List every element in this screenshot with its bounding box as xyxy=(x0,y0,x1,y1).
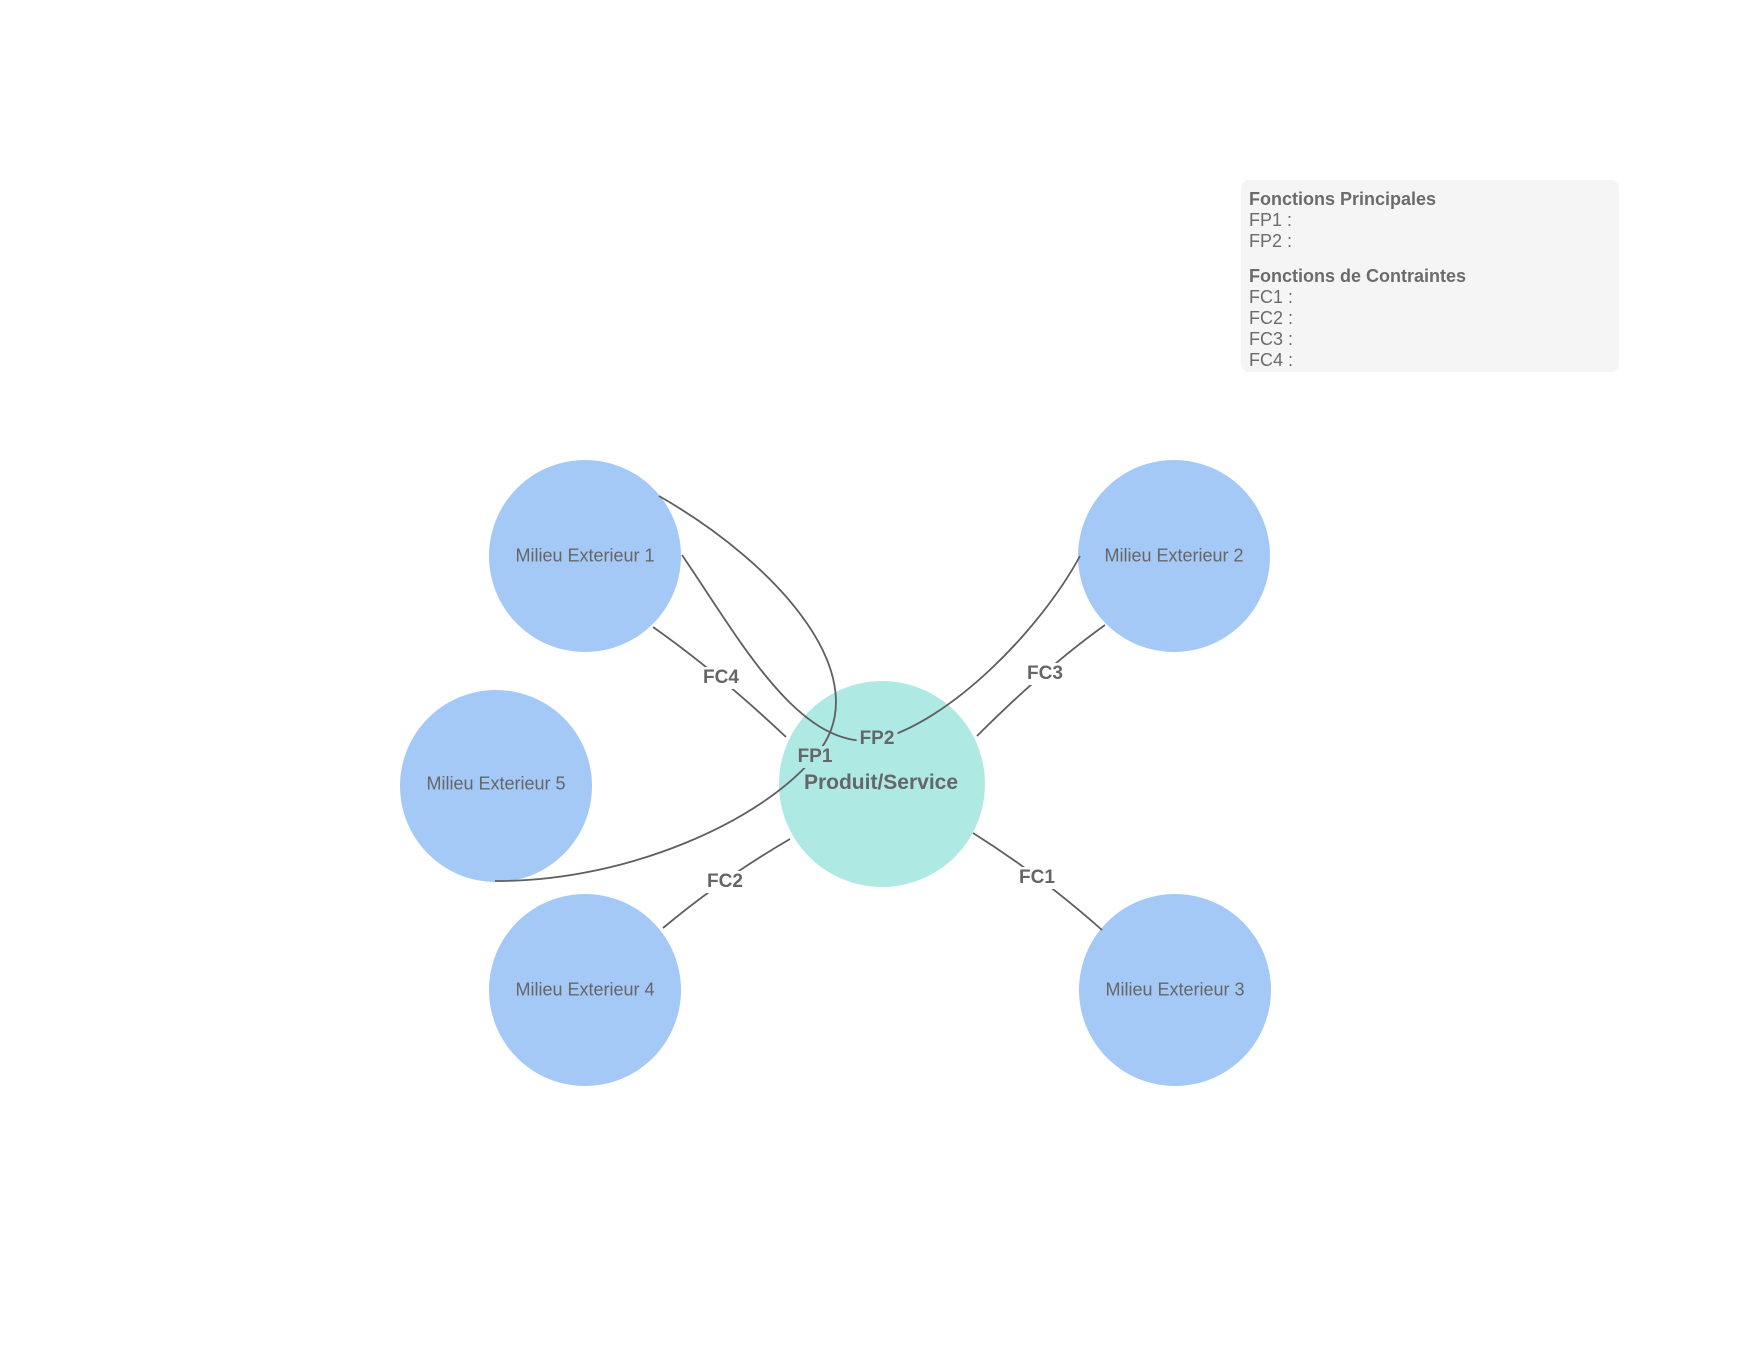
edge-label-fp2: FP2 xyxy=(856,728,898,750)
node-circle-milieu-exterieur-3 xyxy=(1079,894,1271,1086)
node-label-milieu-exterieur-2: Milieu Exterieur 2 xyxy=(1104,545,1244,566)
node-circle-milieu-exterieur-1 xyxy=(489,460,681,652)
node-circle-milieu-exterieur-5 xyxy=(400,690,592,882)
legend-item-fc2: FC2 : xyxy=(1249,308,1294,328)
node-label-milieu-exterieur-4: Milieu Exterieur 4 xyxy=(515,979,655,1000)
node-label-milieu-exterieur-1: Milieu Exterieur 1 xyxy=(515,545,655,566)
node-label-produit-service: Produit/Service xyxy=(803,771,959,794)
legend-item-fc4: FC4 : xyxy=(1249,350,1294,370)
legend-item-fp1: FP1 : xyxy=(1249,210,1293,230)
legend-panel: Fonctions Principales FP1 : FP2 : Foncti… xyxy=(1241,180,1619,372)
legend-title-fonctions-principales: Fonctions Principales xyxy=(1249,189,1437,209)
legend-title-fonctions-contraintes: Fonctions de Contraintes xyxy=(1249,266,1467,286)
edge-label-fc2: FC2 xyxy=(704,871,746,893)
edge-label-fc4: FC4 xyxy=(700,667,742,689)
node-label-milieu-exterieur-5: Milieu Exterieur 5 xyxy=(426,773,566,794)
node-label-milieu-exterieur-3: Milieu Exterieur 3 xyxy=(1105,979,1245,1000)
legend-item-fp2: FP2 : xyxy=(1249,231,1293,251)
edge-label-fc3: FC3 xyxy=(1024,663,1066,685)
legend-item-fc3: FC3 : xyxy=(1249,329,1294,349)
node-circle-milieu-exterieur-2 xyxy=(1078,460,1270,652)
legend-item-fc1: FC1 : xyxy=(1249,287,1294,307)
node-circle-milieu-exterieur-4 xyxy=(489,894,681,1086)
edge-label-fp1: FP1 xyxy=(794,746,836,768)
edge-label-fc1: FC1 xyxy=(1016,867,1058,889)
